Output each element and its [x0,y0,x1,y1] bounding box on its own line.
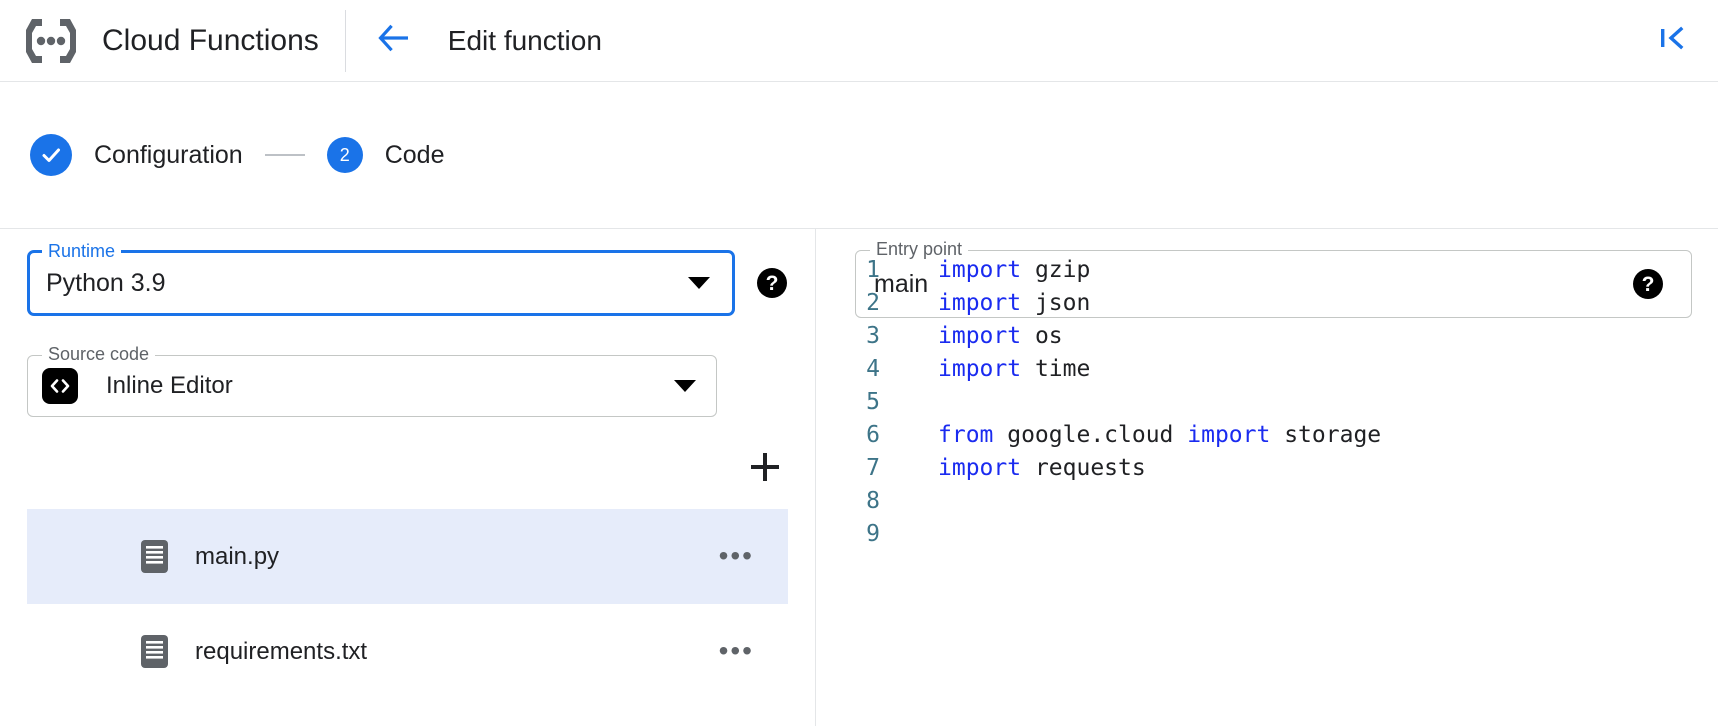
source-code-select[interactable]: Source code Inline Editor [27,345,717,417]
file-icon [140,634,169,669]
file-list: main.py ••• requirements.txt ••• [27,509,788,699]
source-code-row: Source code Inline Editor [27,345,717,417]
left-config-pane: Runtime Python 3.9 ? Source code Inline … [0,229,815,726]
step-connector [264,154,305,156]
code-line: 3 import os [816,319,1718,352]
first-page-icon [1658,24,1688,57]
line-number: 1 [866,256,880,283]
check-icon [42,148,60,162]
source-code-label: Source code [42,345,156,363]
entry-point-row: Entry point main ? [855,240,1692,318]
runtime-value: Python 3.9 [46,268,166,297]
file-icon [140,539,169,574]
line-number: 7 [866,454,880,481]
entry-point-help-icon[interactable]: ? [1633,269,1663,299]
right-editor-pane: Entry point main ? 1 import gzip 2 import j… [815,229,1718,726]
runtime-select[interactable]: Runtime Python 3.9 [27,242,735,316]
file-name: main.py [195,542,280,570]
code-line-text: import gzip [938,256,1091,283]
top-header-bar: Cloud Functions Edit function [0,0,1718,82]
main-content: Runtime Python 3.9 ? Source code Inline … [0,229,1718,726]
step-code-label: Code [384,140,445,169]
header-divider [344,9,346,72]
file-list-item-requirements-txt[interactable]: requirements.txt ••• [27,604,788,699]
brand-title: Cloud Functions [102,23,319,57]
entry-point-input[interactable]: Entry point main ? [855,240,1692,318]
code-line-text: import time [938,355,1091,382]
entry-point-label: Entry point [870,240,969,258]
code-line: 1 import gzip [816,253,1718,286]
chevron-down-icon[interactable] [688,277,710,289]
file-name: requirements.txt [195,637,368,665]
runtime-row: Runtime Python 3.9 ? [27,242,787,316]
line-number: 9 [866,520,880,547]
line-number: 2 [866,289,880,316]
line-number: 6 [866,421,880,448]
code-line: 9 [816,517,1718,550]
code-line-text: from google.cloud import storage [938,421,1382,448]
source-code-value: Inline Editor [106,372,233,399]
file-overflow-menu-icon[interactable]: ••• [718,540,754,572]
line-number: 4 [866,355,880,382]
step-configuration-label: Configuration [94,140,243,169]
entry-point-value[interactable]: main [874,269,929,298]
page-title: Edit function [447,24,602,56]
code-line-text: import os [938,322,1063,349]
line-number: 8 [866,487,880,514]
cloud-functions-logo-icon [24,16,78,66]
step-configuration[interactable]: Configuration [30,134,243,176]
runtime-help-icon[interactable]: ? [757,268,787,298]
plus-icon [748,450,782,489]
back-button[interactable] [366,13,422,69]
file-list-item-main-py[interactable]: main.py ••• [27,509,788,604]
code-line: 7 import requests [816,451,1718,484]
arrow-left-icon [377,23,411,58]
file-overflow-menu-icon[interactable]: ••• [718,635,754,667]
step-code-marker: 2 [326,137,363,173]
inline-code-editor[interactable]: 1 import gzip 2 import json 3 import os 4 impor… [816,229,1718,726]
code-brackets-icon [42,368,78,404]
runtime-label: Runtime [42,242,122,260]
code-line-text: import requests [938,454,1146,481]
code-line-text: import json [938,289,1091,316]
line-number: 5 [866,388,880,415]
source-chevron-down-icon[interactable] [674,380,696,392]
collapse-panel-button[interactable] [1650,18,1696,64]
add-file-button[interactable] [741,445,789,493]
wizard-stepper: Configuration 2 Code [0,82,1718,229]
step-code[interactable]: 2 Code [326,137,445,173]
code-line: 8 [816,484,1718,517]
code-line: 6 from google.cloud import storage [816,418,1718,451]
code-line: 4 import time [816,352,1718,385]
step-configuration-marker [30,134,72,176]
brand-area[interactable]: Cloud Functions [0,0,345,81]
code-line: 5 [816,385,1718,418]
code-line: 2 import json [816,286,1718,319]
line-number: 3 [866,322,880,349]
